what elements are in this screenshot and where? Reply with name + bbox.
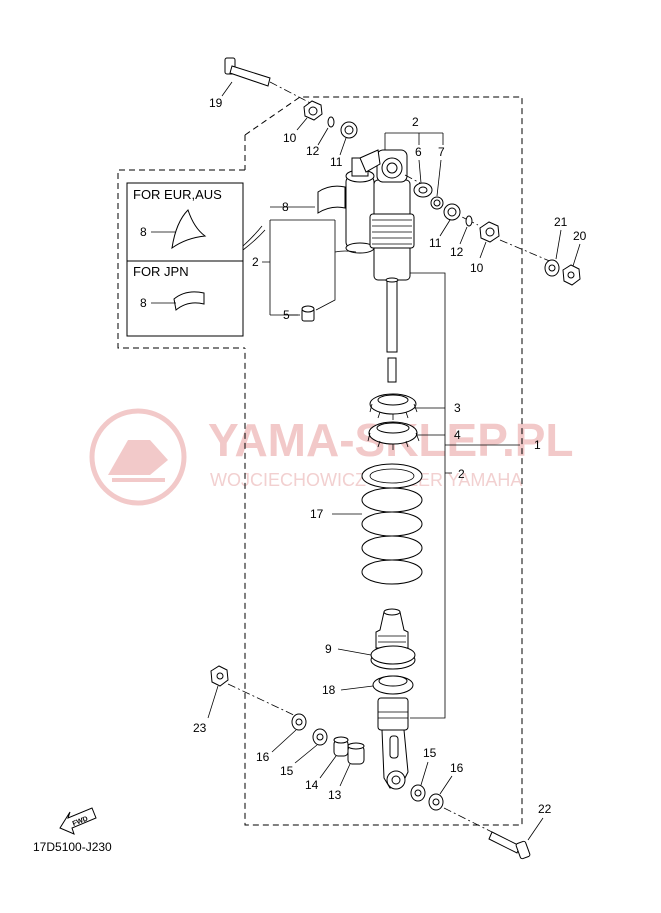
part-7-seal: [430, 196, 444, 210]
part-2-shock-body: [359, 149, 415, 353]
callout-9: 9: [325, 642, 332, 656]
callout-5: 5: [283, 308, 290, 322]
bracket-2-top: [385, 132, 444, 145]
part-14-bush: [333, 736, 349, 757]
callout-23: 23: [193, 721, 207, 735]
callout-12-top: 12: [306, 144, 320, 158]
part-19-bolt: [224, 57, 271, 87]
part-rod-end: [387, 357, 397, 383]
part-5-valve: [301, 305, 315, 322]
part-6-collar: [413, 182, 433, 198]
part-2-reservoir: [334, 157, 375, 254]
inset-frame: [117, 169, 245, 349]
axis-bottom: [227, 683, 299, 718]
inset-jpn-label: FOR JPN: [133, 264, 189, 279]
part-bump-stop: [375, 608, 409, 649]
bracket-2-left: [262, 219, 335, 316]
callout-7: 7: [438, 145, 445, 159]
part-10-nut-top: [303, 100, 323, 121]
callout-8-main: 8: [282, 200, 289, 214]
part-20-nut: [562, 264, 581, 286]
inset-box: [126, 182, 244, 337]
bracket-2-right: [410, 272, 446, 719]
part-18-stopper: [372, 675, 414, 695]
callout-17: 17: [310, 507, 324, 521]
part-12-oring-right: [465, 215, 473, 227]
callout-8-jpn: 8: [140, 296, 147, 310]
part-17-spring: [361, 463, 423, 585]
callout-3: 3: [454, 401, 461, 415]
callout-19: 19: [209, 96, 223, 110]
part-22-bolt: [488, 831, 531, 860]
part-2-lower-clevis: [377, 697, 409, 790]
callout-16-right: 16: [450, 761, 464, 775]
inset-eur-aus-label: FOR EUR,AUS: [133, 187, 222, 202]
diagram-code: 17D5100-J230: [33, 840, 112, 854]
callout-6: 6: [415, 145, 422, 159]
callout-21: 21: [554, 215, 568, 229]
axis-top: [269, 81, 321, 109]
part-4-ring-nut: [367, 421, 420, 450]
part-15-seal-left: [312, 728, 328, 746]
assembly-frame: [244, 96, 523, 826]
callout-1: 1: [534, 438, 541, 452]
part-9-spring-seat: [370, 645, 416, 670]
callout-4: 4: [454, 428, 461, 442]
callout-14: 14: [305, 778, 319, 792]
watermark-logo: [89, 408, 187, 506]
callout-10-right: 10: [470, 261, 484, 275]
part-16-washer-right: [428, 793, 444, 811]
callout-15-right: 15: [423, 746, 437, 760]
part-21-washer: [544, 259, 560, 277]
part-23-nut: [210, 665, 229, 687]
part-12-oring-top: [327, 116, 335, 128]
part-3-ring-nut: [369, 393, 418, 420]
part-13-collar: [347, 742, 365, 765]
part-10-nut-right: [479, 221, 500, 243]
part-11-bush-top: [340, 121, 358, 139]
part-11-bush-right: [443, 203, 461, 221]
part-15-seal-right: [410, 784, 426, 802]
callout-2-right: 2: [458, 467, 465, 481]
callout-20: 20: [573, 229, 587, 243]
callout-2-left: 2: [252, 255, 259, 269]
callout-18: 18: [322, 683, 336, 697]
inset-part-8-eur: [171, 209, 207, 250]
callout-16-left: 16: [256, 750, 270, 764]
callout-12-right: 12: [450, 245, 464, 259]
callout-22: 22: [538, 802, 552, 816]
part-16-washer-left: [291, 713, 307, 731]
callout-10-top: 10: [283, 131, 297, 145]
fwd-arrow-icon: FWD: [59, 807, 97, 835]
watermark: YAMA-SKLEP.PL WOJCIECHOWICZ DEALER YAMAH…: [89, 408, 574, 506]
callout-8-eur: 8: [140, 225, 147, 239]
callout-2-top: 2: [412, 115, 419, 129]
callout-15-left: 15: [280, 764, 294, 778]
inset-connector: [242, 229, 266, 251]
inset-part-8-jpn: [173, 291, 205, 311]
callout-13: 13: [328, 788, 342, 802]
callout-11-right: 11: [429, 236, 442, 250]
callout-11-top: 11: [330, 155, 343, 169]
part-8-pad: [317, 185, 346, 214]
